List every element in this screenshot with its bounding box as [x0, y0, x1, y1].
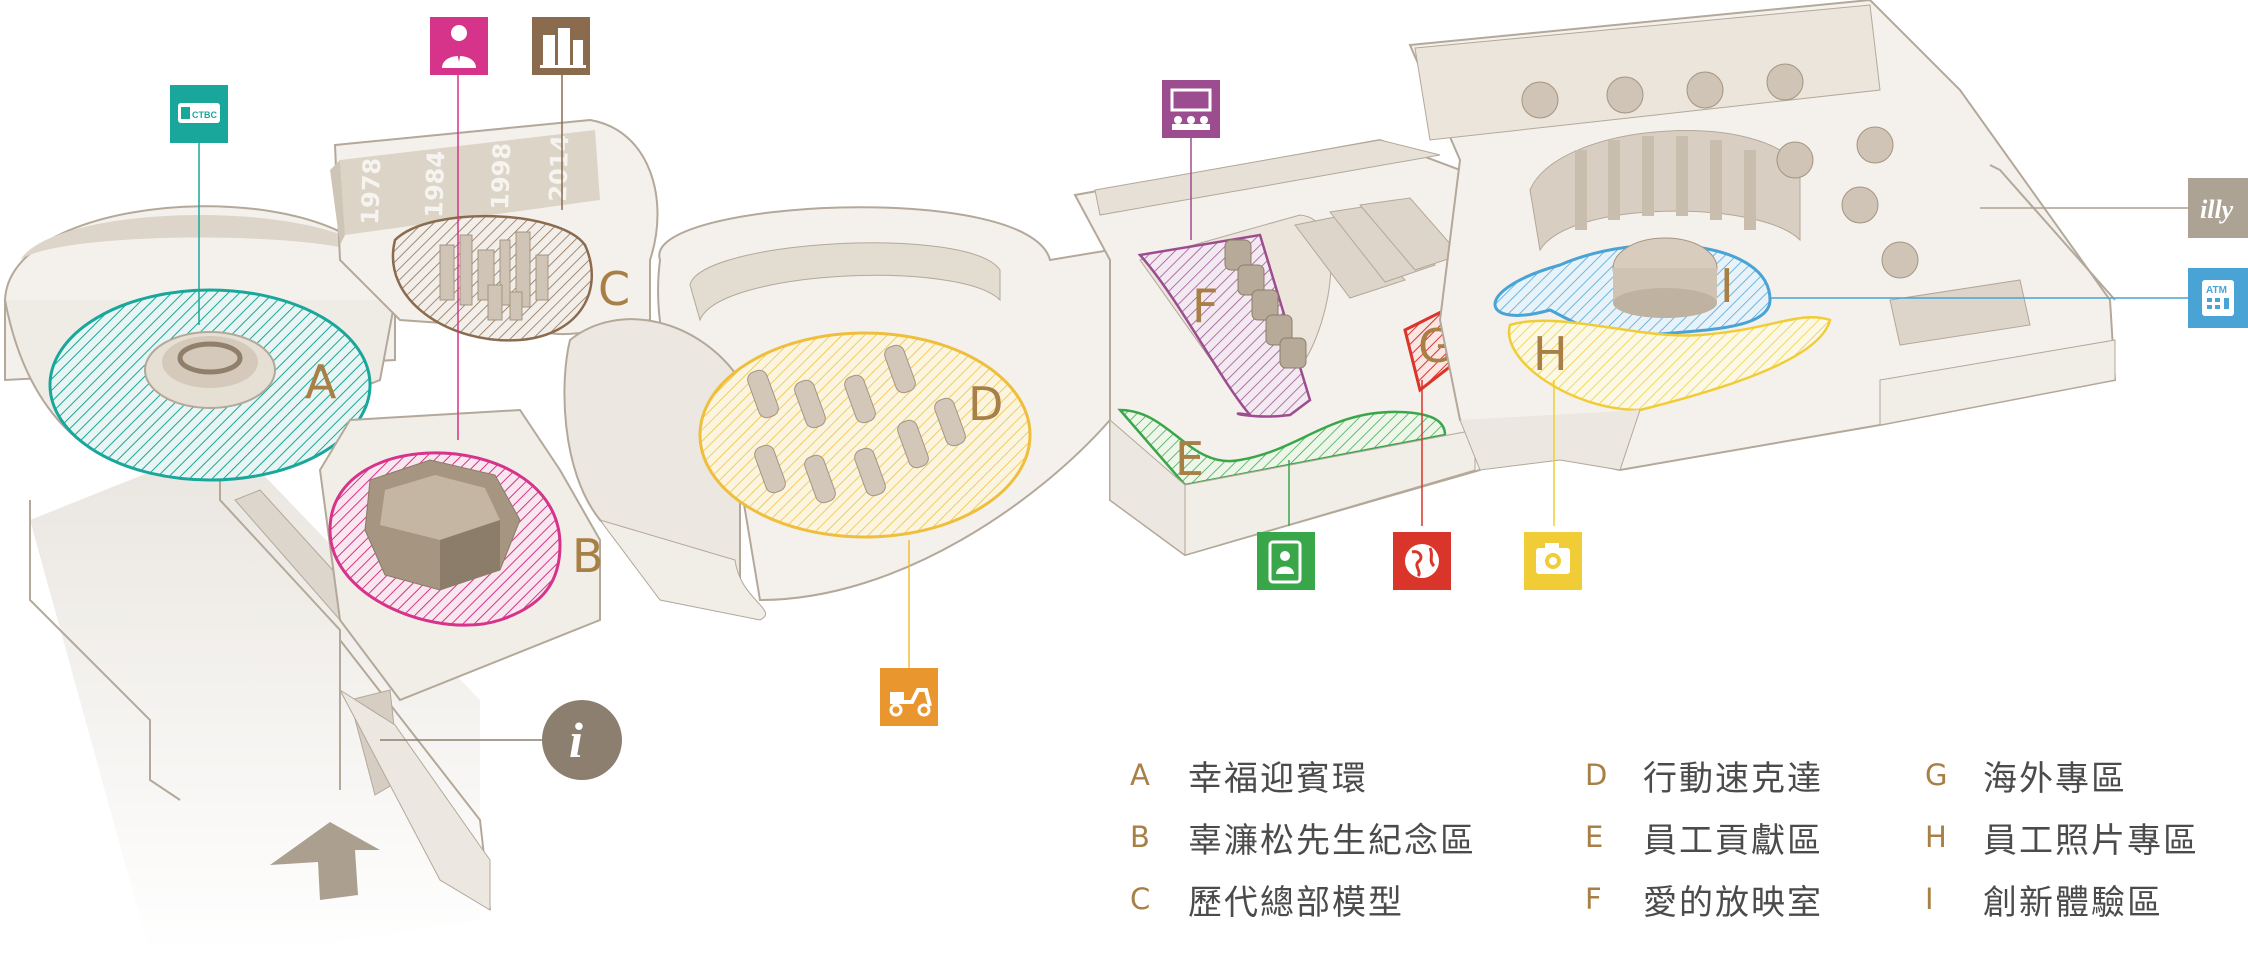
zone-f-letter: F [1192, 279, 1218, 333]
leader-lines [198, 70, 2188, 741]
legend-letter: A [1130, 758, 1150, 792]
atm-text: ATM [2206, 285, 2227, 296]
globe-icon[interactable] [1393, 532, 1451, 590]
employee-contribution-icon[interactable] [1257, 532, 1315, 590]
building-models-icon[interactable] [532, 17, 590, 75]
zone-efg-area: F G E [1073, 138, 1481, 557]
legend-item-b[interactable]: B 辜濂松先生紀念區 [1130, 817, 1585, 861]
info-text: i [569, 712, 583, 768]
zone-c-letter: C [598, 262, 630, 316]
entrance-corridor [29, 440, 491, 954]
bank-logo-icon[interactable]: CTBC [170, 85, 228, 143]
legend-item-e[interactable]: E 員工貢獻區 [1585, 817, 1925, 861]
scooter-icon[interactable] [880, 668, 938, 726]
year-label-1984: 1984 [420, 150, 450, 218]
zone-a-letter: A [305, 355, 337, 409]
zone-b-area: B [318, 408, 604, 702]
zone-h-letter: H [1533, 327, 1568, 381]
legend-item-g[interactable]: G 海外專區 [1925, 755, 2248, 799]
zone-d-area: D [563, 206, 1111, 621]
legend-label: 歷代總部模型 [1188, 882, 1404, 923]
legend-label: 幸福迎賓環 [1188, 758, 1368, 799]
year-label-1998: 1998 [486, 142, 516, 210]
year-label-1978: 1978 [356, 157, 386, 225]
legend-letter: C [1130, 882, 1151, 916]
legend-item-d[interactable]: D 行動速克達 [1585, 755, 1925, 799]
legend-label: 員工貢獻區 [1643, 820, 1823, 861]
legend-label: 員工照片專區 [1983, 820, 2199, 861]
legend-label: 愛的放映室 [1643, 882, 1823, 923]
legend-letter: H [1925, 820, 1947, 854]
legend-item-c[interactable]: C 歷代總部模型 [1130, 879, 1585, 923]
theater-icon[interactable] [1162, 80, 1220, 138]
legend-item-a[interactable]: A 幸福迎賓環 [1130, 755, 1585, 799]
cafe-logo-icon[interactable]: illy [2188, 178, 2248, 238]
founder-memorial-icon[interactable] [430, 17, 488, 75]
legend-label: 創新體驗區 [1983, 882, 2163, 923]
legend-label: 辜濂松先生紀念區 [1188, 820, 1476, 861]
legend-letter: G [1925, 758, 1948, 792]
info-icon[interactable]: i [542, 700, 622, 780]
legend-letter: F [1585, 882, 1602, 916]
camera-icon[interactable] [1524, 532, 1582, 590]
year-label-2014: 2014 [544, 134, 574, 202]
zone-i-letter: I [1720, 259, 1734, 313]
zone-b-letter: B [572, 529, 604, 583]
bank-logo-text: CTBC [192, 110, 217, 120]
legend-label: 海外專區 [1983, 758, 2127, 799]
legend-label: 行動速克達 [1643, 758, 1823, 799]
legend-item-h[interactable]: H 員工照片專區 [1925, 817, 2248, 861]
legend-letter: I [1925, 882, 1934, 916]
zone-a-area: A [4, 205, 396, 482]
zone-e-letter: E [1175, 432, 1204, 486]
zone-c-area: 1978 1984 1998 2014 C [330, 118, 659, 342]
zone-d-letter: D [968, 377, 1003, 431]
legend-letter: D [1585, 758, 1608, 792]
cafe-logo-text: illy [2200, 195, 2234, 224]
legend-item-f[interactable]: F 愛的放映室 [1585, 879, 1925, 923]
atm-icon[interactable]: ATM [2188, 268, 2248, 328]
zone-legend: A 幸福迎賓環 D 行動速克達 G 海外專區 B 辜濂松先生紀念區 E 員工貢獻… [1130, 755, 2248, 923]
entrance-arrow-icon [270, 822, 380, 900]
legend-letter: E [1585, 820, 1604, 854]
zone-hi-area: I H [1408, 0, 2117, 472]
legend-item-i[interactable]: I 創新體驗區 [1925, 879, 2248, 923]
legend-letter: B [1130, 820, 1150, 854]
